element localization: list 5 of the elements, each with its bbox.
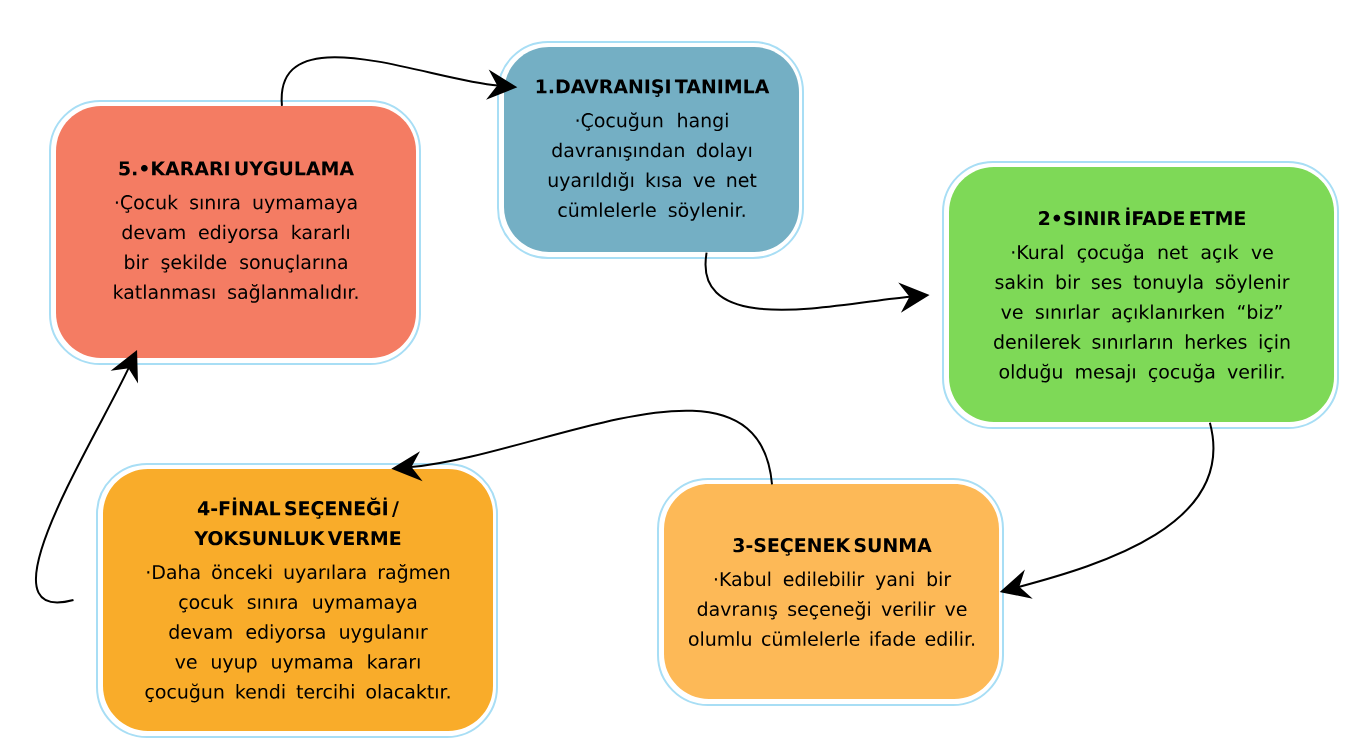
step-box: 2•SINIR İFADE ETME ·Kural çocuğa net açık ve sakin bir ses tonuyla söylenir ve sınırlar açıklanırken “biz” denilerek sınırların herkes için olduğu mesajı çocuğa verilir. (942, 161, 1339, 429)
step-box: 3-SEÇENEK SUNMA ·Kabul edilebilir yani bir davranış seçeneği verilir ve olumlu cümlelerle ifade edilir. (657, 478, 1004, 706)
step-box: 4-FİNAL SEÇENEĞİ / YOKSUNLUK VERME ·Daha önceki uyarılara rağmen çocuk sınıra uymamaya devam ediyorsa uygulanır ve uyup uymama kararı çocuğun kendi tercihi olacaktır. (96, 463, 498, 738)
step-box: 5.•KARARI UYGULAMA ·Çocuk sınıra uymamaya devam ediyorsa kararlı bir şekilde sonuçlarına katlanması sağlanmalıdır. (49, 100, 421, 365)
step-box: 1.DAVRANIŞI TANIMLA ·Çocuğun hangi davranışından dolayı uyarıldığı kısa ve net cümlelerle söylenir. (497, 41, 804, 259)
